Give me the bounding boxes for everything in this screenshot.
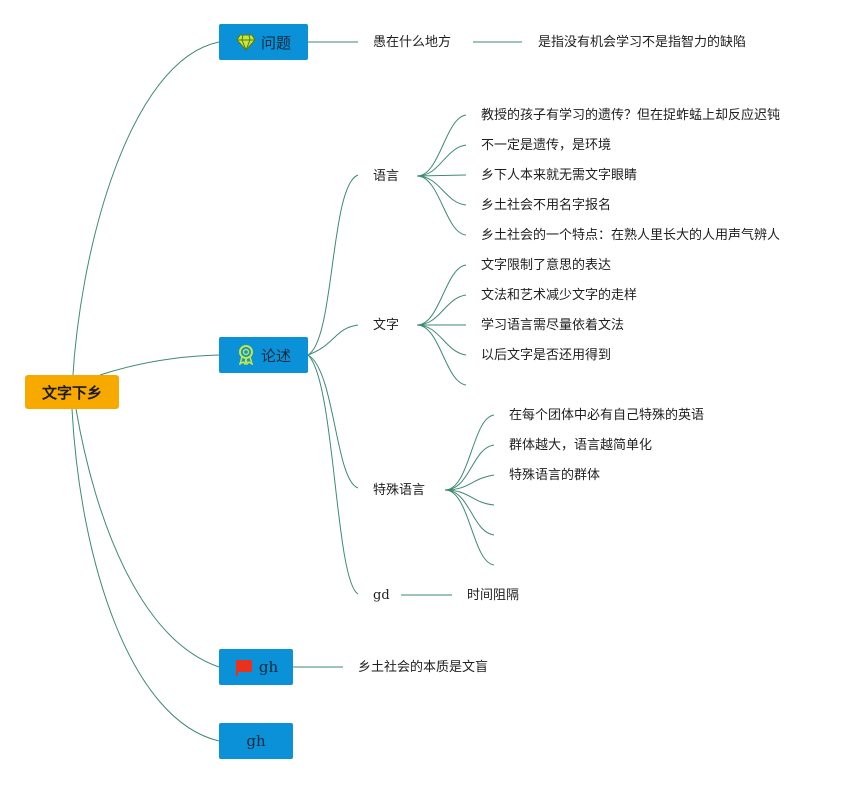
wenzi-item-1[interactable]: 文字限制了意思的表达 xyxy=(481,258,612,273)
red-flag-icon xyxy=(234,657,254,677)
gd-node[interactable]: gd xyxy=(373,588,390,603)
award-ribbon-icon xyxy=(236,345,256,365)
wenti-grandchild[interactable]: 是指没有机会学习不是指智力的缺陷 xyxy=(538,35,747,50)
yuyan-item-5[interactable]: 乡土社会的一个特点：在熟人里长大的人用声气辨人 xyxy=(481,228,781,243)
teshu-item-3[interactable]: 特殊语言的群体 xyxy=(509,468,601,483)
branch-lunshu[interactable]: 论述 xyxy=(219,337,308,373)
teshu-node[interactable]: 特殊语言 xyxy=(373,483,426,498)
link-lunshu-wenzi xyxy=(307,324,359,356)
teshu-item-1[interactable]: 在每个团体中必有自己特殊的英语 xyxy=(509,408,705,423)
link-lunshu-teshu xyxy=(307,354,359,489)
link-root-gh1 xyxy=(75,408,220,668)
yuyan-item-2[interactable]: 不一定是遗传，是环境 xyxy=(481,138,612,153)
branch-lunshu-label: 论述 xyxy=(260,346,291,365)
branch-gh2[interactable]: gh xyxy=(219,723,293,759)
wenzi-item-3[interactable]: 学习语言需尽量依着文法 xyxy=(481,318,625,333)
branch-wenti[interactable]: 问题 xyxy=(219,24,308,60)
gh1-child[interactable]: 乡土社会的本质是文盲 xyxy=(358,660,489,675)
wenti-child[interactable]: 愚在什么地方 xyxy=(373,35,452,50)
root-label: 文字下乡 xyxy=(41,383,102,402)
yuyan-item-4[interactable]: 乡土社会不用名字报名 xyxy=(481,198,612,213)
diamond-icon xyxy=(236,32,256,52)
link-lunshu-gd xyxy=(307,354,359,595)
yuyan-item-3[interactable]: 乡下人本来就无需文字眼睛 xyxy=(481,168,638,183)
yuyan-node[interactable]: 语言 xyxy=(373,169,400,184)
link-root-gh2 xyxy=(71,408,220,742)
link-root-wenti xyxy=(71,41,220,393)
wenzi-item-2[interactable]: 文法和艺术减少文字的走样 xyxy=(481,288,638,303)
root-node[interactable]: 文字下乡 xyxy=(25,375,119,409)
teshu-item-2[interactable]: 群体越大，语言越简单化 xyxy=(509,438,653,453)
yuyan-item-1[interactable]: 教授的孩子有学习的遗传？但在捉蚱蜢上却反应迟钝 xyxy=(481,108,781,123)
branch-gh1-label: gh xyxy=(258,658,279,676)
wenzi-item-4[interactable]: 以后文字是否还用得到 xyxy=(481,348,612,363)
link-lunshu-yuyan xyxy=(307,174,359,356)
branch-gh2-label: gh xyxy=(246,732,266,750)
branch-gh1[interactable]: gh xyxy=(219,649,293,685)
wenzi-node[interactable]: 文字 xyxy=(373,318,400,333)
gd-child[interactable]: 时间阻隔 xyxy=(467,588,520,603)
branch-wenti-label: 问题 xyxy=(260,33,291,52)
link-root-lunshu xyxy=(99,354,220,376)
